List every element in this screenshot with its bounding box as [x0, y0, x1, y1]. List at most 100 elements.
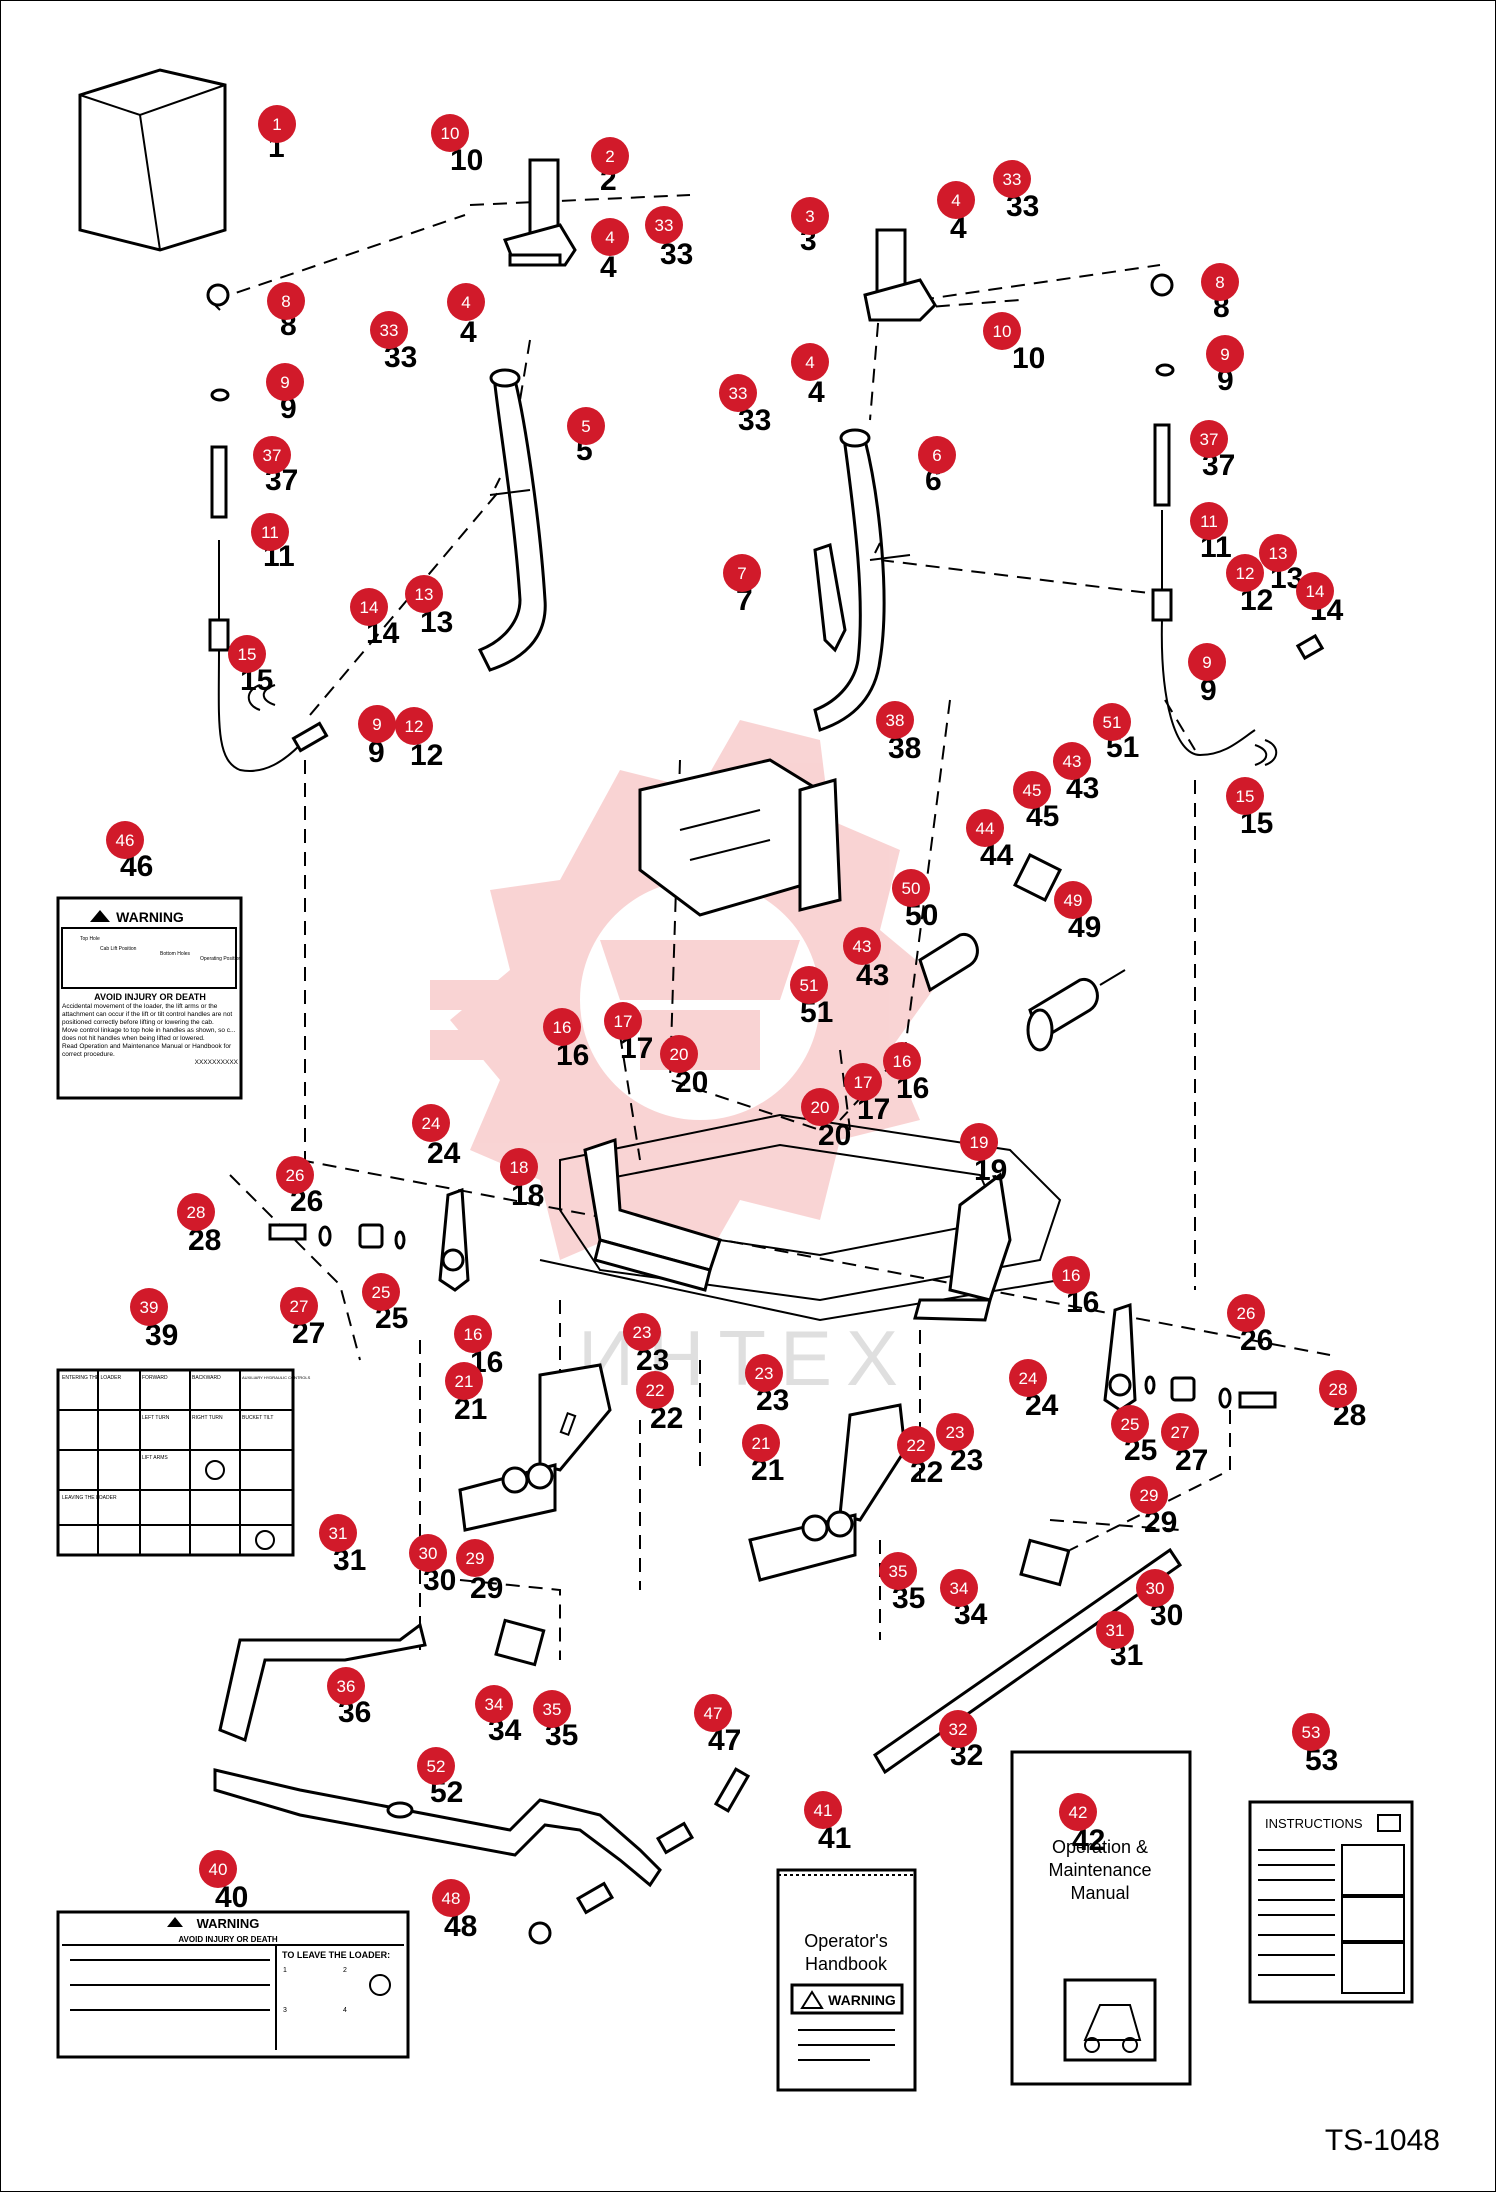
callout-badge-4b[interactable]: 4: [591, 218, 629, 256]
callout-badge-28a[interactable]: 28: [177, 1193, 215, 1231]
callout-badge-23a[interactable]: 23: [623, 1313, 661, 1351]
callout-badge-4a[interactable]: 4: [937, 181, 975, 219]
callout-badge-4d[interactable]: 4: [791, 343, 829, 381]
callout-badge-9c[interactable]: 9: [1188, 643, 1226, 681]
callout-badge-36[interactable]: 36: [327, 1667, 365, 1705]
callout-badge-19[interactable]: 19: [960, 1123, 998, 1161]
callout-badge-11b[interactable]: 11: [1190, 502, 1228, 540]
callout-badge-33c[interactable]: 33: [370, 311, 408, 349]
callout-badge-21b[interactable]: 21: [742, 1424, 780, 1462]
callout-badge-22b[interactable]: 22: [897, 1426, 935, 1464]
callout-badge-46[interactable]: 46: [106, 821, 144, 859]
callout-badge-43b[interactable]: 43: [843, 927, 881, 965]
callout-badge-30b[interactable]: 30: [1136, 1569, 1174, 1607]
callout-badge-12a[interactable]: 12: [395, 707, 433, 745]
callout-label: 19: [970, 1133, 989, 1152]
callout-badge-37b[interactable]: 37: [1190, 420, 1228, 458]
callout-badge-9b[interactable]: 9: [1206, 335, 1244, 373]
callout-badge-14b[interactable]: 14: [1296, 572, 1334, 610]
callout-label: 42: [1069, 1803, 1088, 1822]
callout-badge-41[interactable]: 41: [804, 1791, 842, 1829]
callout-badge-33b[interactable]: 33: [645, 206, 683, 244]
callout-badge-20b[interactable]: 20: [801, 1088, 839, 1126]
callout-badge-52[interactable]: 52: [417, 1747, 455, 1785]
callout-badge-16d[interactable]: 16: [1052, 1256, 1090, 1294]
callout-badge-17a[interactable]: 17: [604, 1002, 642, 1040]
callout-badge-33a[interactable]: 33: [993, 160, 1031, 198]
callout-badge-4c[interactable]: 4: [447, 283, 485, 321]
callout-badge-21a[interactable]: 21: [445, 1362, 483, 1400]
callout-badge-2[interactable]: 2: [591, 137, 629, 175]
callout-badge-39[interactable]: 39: [130, 1288, 168, 1326]
callout-badge-27b[interactable]: 27: [1161, 1413, 1199, 1451]
callout-badge-35b[interactable]: 35: [879, 1552, 917, 1590]
callout-badge-50[interactable]: 50: [892, 869, 930, 907]
callout-badge-1[interactable]: 1: [258, 105, 296, 143]
callout-badge-24b[interactable]: 24: [1009, 1359, 1047, 1397]
manual-line2: Maintenance: [1048, 1860, 1151, 1880]
callout-badge-16b[interactable]: 16: [883, 1042, 921, 1080]
callout-badge-31a[interactable]: 31: [319, 1514, 357, 1552]
callout-badge-11a[interactable]: 11: [251, 513, 289, 551]
callout-badge-15b[interactable]: 15: [1226, 777, 1264, 815]
callout-badge-35a[interactable]: 35: [533, 1690, 571, 1728]
callout-badge-30a[interactable]: 30: [409, 1534, 447, 1572]
callout-badge-16a[interactable]: 16: [543, 1008, 581, 1046]
callout-badge-29b[interactable]: 29: [1130, 1476, 1168, 1514]
callout-badge-24a[interactable]: 24: [412, 1104, 450, 1142]
callout-badge-48[interactable]: 48: [432, 1879, 470, 1917]
callout-badge-16c[interactable]: 16: [454, 1315, 492, 1353]
callout-badge-25a[interactable]: 25: [362, 1273, 400, 1311]
callout-badge-26a[interactable]: 26: [276, 1156, 314, 1194]
callout-badge-51b[interactable]: 51: [790, 966, 828, 1004]
callout-badge-37a[interactable]: 37: [253, 436, 291, 474]
callout-badge-34b[interactable]: 34: [940, 1569, 978, 1607]
callout-badge-3[interactable]: 3: [791, 197, 829, 235]
callout-badge-23b[interactable]: 23: [745, 1354, 783, 1392]
callout-badge-15a[interactable]: 15: [228, 635, 266, 673]
callout-badge-44[interactable]: 44: [966, 809, 1004, 847]
callout-circle: [1052, 1256, 1090, 1294]
callout-badge-14a[interactable]: 14: [350, 588, 388, 626]
callout-badge-12b[interactable]: 12: [1226, 554, 1264, 592]
callout-badge-6[interactable]: 6: [918, 436, 956, 474]
callout-badge-8b[interactable]: 8: [1201, 263, 1239, 301]
callout-badge-42[interactable]: 42: [1059, 1793, 1097, 1831]
callout-label: 2: [605, 147, 614, 166]
callout-badge-17b[interactable]: 17: [844, 1063, 882, 1101]
callout-label: 13: [415, 585, 434, 604]
left-handle-bar: [477, 368, 547, 672]
callout-badge-7[interactable]: 7: [723, 554, 761, 592]
callout-badge-9a[interactable]: 9: [266, 363, 304, 401]
callout-badge-33d[interactable]: 33: [719, 374, 757, 412]
callout-badge-53[interactable]: 53: [1292, 1713, 1330, 1751]
callout-label: 33: [729, 384, 748, 403]
callout-badge-5[interactable]: 5: [567, 407, 605, 445]
callout-label: 41: [814, 1801, 833, 1820]
callout-badge-45[interactable]: 45: [1013, 771, 1051, 809]
callout-badge-13b[interactable]: 13: [1259, 534, 1297, 572]
callout-badge-20a[interactable]: 20: [660, 1035, 698, 1073]
callout-badge-49[interactable]: 49: [1054, 881, 1092, 919]
callout-badge-8a[interactable]: 8: [267, 282, 305, 320]
callout-badge-43a[interactable]: 43: [1053, 742, 1091, 780]
callout-badge-26b[interactable]: 26: [1227, 1294, 1265, 1332]
callout-badge-38[interactable]: 38: [876, 701, 914, 739]
callout-badge-51a[interactable]: 51: [1093, 703, 1131, 741]
callout-badge-47[interactable]: 47: [694, 1694, 732, 1732]
callout-badge-13a[interactable]: 13: [405, 575, 443, 613]
callout-badge-22a[interactable]: 22: [636, 1371, 674, 1409]
callout-badge-23c[interactable]: 23: [936, 1413, 974, 1451]
callout-badge-28b[interactable]: 28: [1319, 1370, 1357, 1408]
callout-badge-34a[interactable]: 34: [475, 1685, 513, 1723]
callout-badge-10a[interactable]: 10: [431, 114, 469, 152]
callout-badge-9d[interactable]: 9: [358, 705, 396, 743]
callout-badge-18[interactable]: 18: [500, 1148, 538, 1186]
callout-badge-29a[interactable]: 29: [456, 1539, 494, 1577]
callout-badge-27a[interactable]: 27: [280, 1287, 318, 1325]
callout-badge-40[interactable]: 40: [199, 1850, 237, 1888]
callout-badge-32a[interactable]: 32: [939, 1710, 977, 1748]
callout-badge-25b[interactable]: 25: [1111, 1405, 1149, 1443]
callout-badge-10b[interactable]: 10: [983, 312, 1021, 350]
callout-badge-31b[interactable]: 31: [1096, 1611, 1134, 1649]
